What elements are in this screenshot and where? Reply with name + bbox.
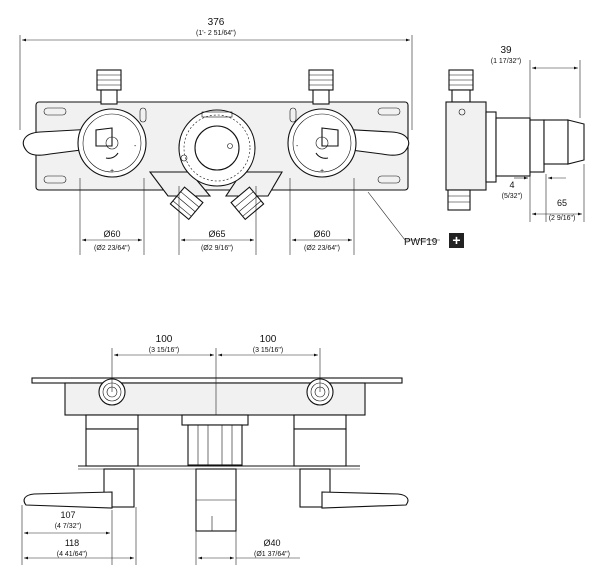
dim-total-depth-imperial: (4 41/64"): [57, 551, 88, 558]
dim-total-depth: 118: [65, 538, 79, 548]
plan-plate: [31, 377, 403, 384]
dim-spout-diameter-imperial: (Ø1 37/64"): [254, 551, 290, 558]
dim-overall-width-imperial: (1'- 2 51/64"): [196, 30, 236, 37]
top-connector-left: [96, 69, 122, 105]
dim-center-diameter: Ø65: [208, 229, 225, 239]
dim-side-total-imperial: (2 9/16"): [549, 215, 576, 222]
knob-left-plus: +: [110, 168, 114, 175]
dim-side-small: 4: [509, 180, 514, 190]
dim-spacing-right-imperial: (3 15/16"): [253, 347, 284, 354]
knob-right-minus: -: [296, 143, 299, 150]
knob-left-minus: -: [134, 143, 137, 150]
dim-right-diameter: Ø60: [313, 229, 330, 239]
knob-right-plus: +: [320, 168, 324, 175]
dim-spacing-left: 100: [156, 334, 173, 345]
front-view: - + - + 376 (1'- 2 51/64"): [19, 17, 464, 255]
dim-left-diameter-imperial: (Ø2 23/64"): [94, 245, 130, 252]
dim-diameters: Ø60 (Ø2 23/64") Ø65 (Ø2 9/16") Ø60 (Ø2 2…: [79, 178, 355, 255]
dim-lever-depth-imperial: (4 7/32"): [55, 523, 82, 530]
top-connector-right: [308, 69, 334, 105]
side-body: [445, 101, 487, 191]
dim-side-total: 65: [557, 198, 567, 208]
plan-view: 100 (3 15/16") 100 (3 15/16") 107 (4 7/3…: [21, 334, 409, 565]
dim-left-diameter: Ø60: [103, 229, 120, 239]
side-view: 39 (1 17/32") 4 (5/32") 65 (2 9/16"): [445, 45, 585, 222]
knob-center: [178, 109, 256, 187]
callout-symbol: +: [452, 232, 460, 248]
callout-plus-icon: [449, 233, 464, 248]
dim-center-diameter-imperial: (Ø2 9/16"): [201, 245, 233, 252]
side-knob: [543, 119, 569, 165]
knob-right: - +: [287, 108, 357, 178]
dim-spout-diameter: Ø40: [263, 538, 280, 548]
dim-spacing-right: 100: [260, 334, 277, 345]
dim-side-depth: 39: [500, 45, 512, 56]
knob-left: - +: [77, 108, 147, 178]
dim-side-small-imperial: (5/32"): [502, 193, 523, 200]
mounting-slots: [43, 107, 401, 184]
dim-side-depth-imperial: (1 17/32"): [491, 58, 522, 65]
dim-lever-depth: 107: [60, 510, 75, 520]
dim-spacing-left-imperial: (3 15/16"): [149, 347, 180, 354]
callout-label: PWF19: [404, 237, 438, 248]
plan-lever-right: [321, 491, 409, 509]
dim-right-diameter-imperial: (Ø2 23/64"): [304, 245, 340, 252]
plan-lever-left: [23, 491, 113, 509]
dim-overall-width: 376: [208, 17, 225, 28]
